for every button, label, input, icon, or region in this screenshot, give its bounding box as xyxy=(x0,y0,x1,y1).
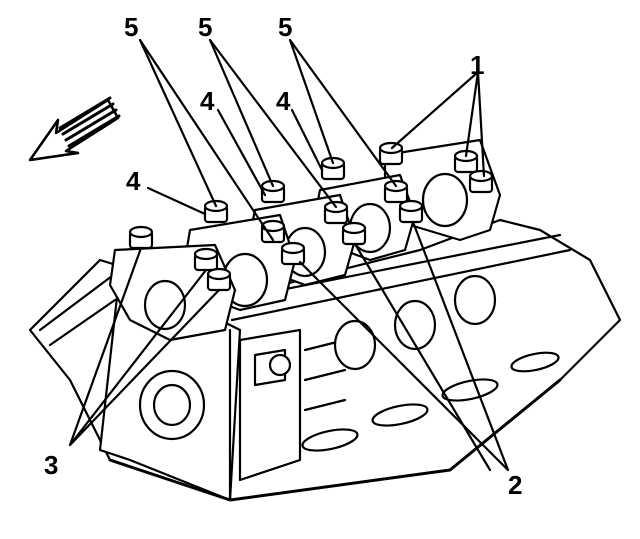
bolt-icon xyxy=(260,219,286,244)
callout-label-3: 3 xyxy=(44,450,59,480)
callout-label-5-front: 5 xyxy=(124,12,139,42)
callout-label-4-middle: 4 xyxy=(200,86,215,116)
callout-label-5-rear: 5 xyxy=(278,12,293,42)
callout-label-4-rear: 4 xyxy=(276,86,291,116)
bolt-icon xyxy=(193,247,219,272)
bolt-icon xyxy=(280,241,306,266)
bolt-icon xyxy=(468,169,494,194)
callout-leader-lines xyxy=(68,38,510,472)
callout-label-5-middle: 5 xyxy=(198,12,213,42)
bolt-icon xyxy=(323,200,349,225)
bolt-icon xyxy=(378,141,404,166)
front-direction-arrow-icon xyxy=(28,96,121,162)
bolt-icon xyxy=(341,221,367,246)
callout-label-2: 2 xyxy=(508,470,523,500)
bolt-icon xyxy=(206,267,232,292)
callout-label-1: 1 xyxy=(470,50,485,80)
bolt-icon xyxy=(398,199,424,224)
callout-label-4-front: 4 xyxy=(126,166,141,196)
bolt-icon xyxy=(128,225,154,250)
